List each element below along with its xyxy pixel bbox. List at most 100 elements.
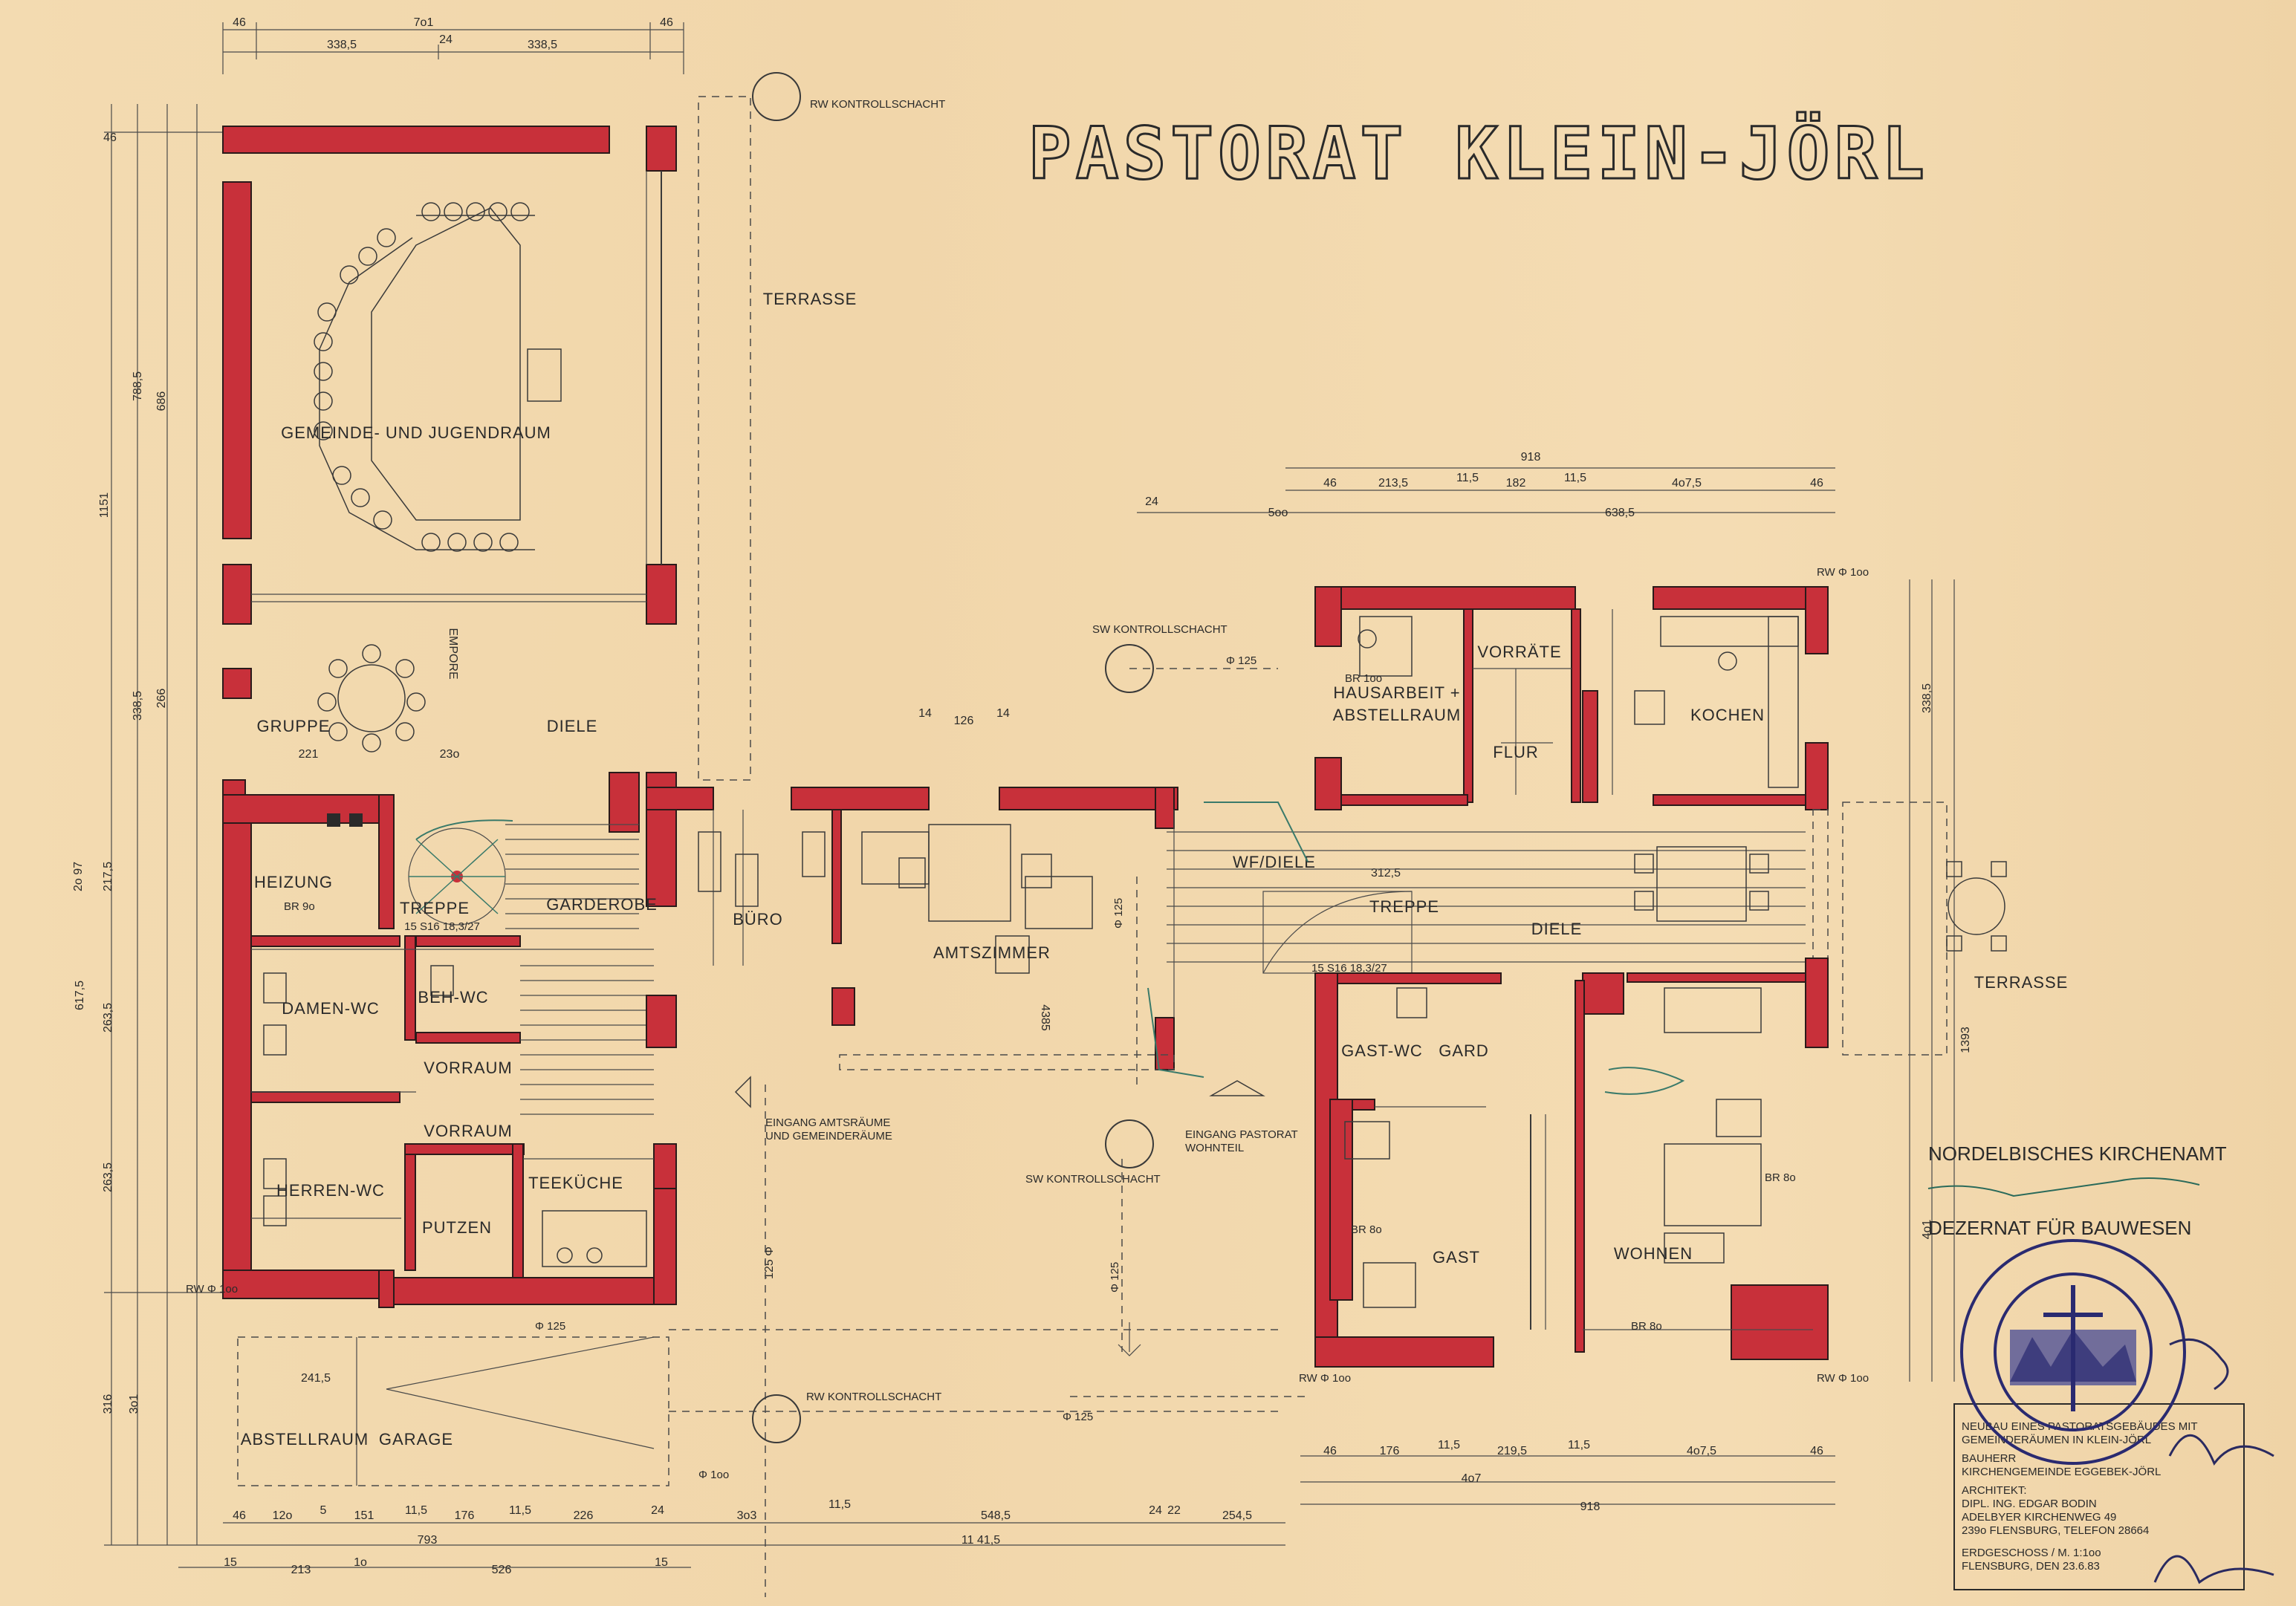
note-br100: BR 1oo: [1345, 672, 1382, 685]
wall: [512, 1143, 524, 1278]
owner-name: KIRCHENGEMEINDE EGGEBEK-JÖRL: [1962, 1465, 2161, 1478]
wall: [1582, 972, 1624, 1015]
room-label-community: GEMEINDE- UND JUGENDRAUM: [281, 423, 551, 442]
approval-signature: [1927, 1177, 2200, 1197]
round-table: [337, 664, 406, 732]
dim: 3o3: [737, 1509, 757, 1522]
wall: [222, 1269, 395, 1299]
dim: 24: [1145, 495, 1158, 508]
room-label-vorraum-1: VORRAUM: [424, 1059, 512, 1077]
dim: 46: [233, 1509, 246, 1522]
room-label-terrasse-right: TERRASSE: [1974, 973, 2069, 992]
pipe-label: Φ 125: [1109, 1262, 1121, 1293]
dim: 338,5: [132, 691, 144, 721]
pipe-label: Φ 125: [1112, 898, 1125, 929]
dim: 176: [455, 1509, 475, 1522]
owner-label: BAUHERR: [1962, 1452, 2017, 1465]
control-shafts: RW KONTROLLSCHACHT SW KONTROLLSCHACHT SW…: [752, 72, 1228, 1443]
pipe-label: Φ 1oo: [698, 1469, 729, 1481]
dim: 24: [1149, 1504, 1162, 1517]
dim: 617,5: [74, 981, 86, 1010]
dim: 5: [320, 1504, 327, 1517]
dimension-labels: 46 7o1 46 338,5 24 338,5 918 46 213,5 11…: [72, 16, 1972, 1576]
room-label-amtszimmer: AMTSZIMMER: [933, 943, 1051, 962]
wall: [222, 126, 610, 154]
garage-block: ABSTELLRAUM GARAGE: [237, 1336, 669, 1486]
wall: [222, 822, 252, 1299]
room-label-vorraum-2: VORRAUM: [424, 1122, 512, 1140]
dim: 918: [1580, 1501, 1601, 1513]
dim: 1o: [354, 1556, 367, 1569]
wall: [393, 1277, 677, 1305]
wall: [1314, 586, 1576, 610]
rw-label: RW Φ 1oo: [1817, 566, 1869, 579]
wall: [1340, 794, 1468, 806]
dim: 46: [1323, 1445, 1337, 1457]
wall: [1314, 586, 1342, 647]
dim: 338,5: [1921, 683, 1933, 713]
room-label-gard: GARD: [1439, 1041, 1489, 1060]
room-label-flur: FLUR: [1493, 743, 1538, 761]
dim: 7o1: [414, 16, 434, 29]
architect-label: ARCHITEKT:: [1962, 1484, 2027, 1497]
dim: 126: [954, 715, 974, 727]
dim: 4o1: [1921, 1220, 1933, 1240]
wall: [1314, 757, 1342, 810]
wall: [1329, 1099, 1353, 1301]
wall: [404, 1143, 525, 1155]
dim: 219,5: [1497, 1445, 1527, 1457]
wall: [1805, 958, 1829, 1048]
wall: [222, 668, 252, 699]
entrance-arrow-amt: [734, 1076, 751, 1108]
wall: [404, 935, 416, 1041]
room-label-damen-wc: DAMEN-WC: [282, 999, 379, 1018]
entrance-label-amt-2: UND GEMEINDERÄUME: [765, 1130, 892, 1142]
dim: 24: [651, 1504, 664, 1517]
wall: [999, 787, 1178, 810]
dim: 11,5: [405, 1504, 427, 1517]
dim: 14: [996, 707, 1010, 720]
church-seal-stamp: [1960, 1239, 2186, 1465]
dim: 46: [233, 16, 246, 29]
pipe-label: Φ 125: [1063, 1411, 1093, 1423]
wall: [1155, 787, 1175, 829]
wall: [1463, 608, 1473, 803]
dim: 213,5: [1378, 477, 1408, 490]
chairs: [314, 202, 530, 552]
wall: [1805, 742, 1829, 810]
shaft-circle: [752, 72, 801, 121]
dim: 151: [354, 1509, 374, 1522]
dim: 4385: [1039, 1004, 1051, 1031]
wall: [415, 935, 521, 947]
dim: 686: [155, 391, 168, 412]
wall: [646, 564, 677, 625]
wall: [609, 772, 640, 833]
office-block: BÜRO AMTSZIMMER EINGANG AMTSRÄUME UND GE…: [535, 654, 1308, 1597]
shaft-circle: [1105, 1119, 1154, 1168]
dim: 46: [1810, 1445, 1823, 1457]
note-br80: BR 8o: [1351, 1223, 1382, 1236]
dim: 11,5: [1456, 472, 1479, 484]
plan-title: PASTORAT KLEIN-JÖRL: [1028, 111, 1929, 195]
service-block: HEIZUNG TREPPE 15 S16 18,3/27 GARDEROBE …: [222, 772, 677, 1308]
room-label-herren-wc: HERREN-WC: [276, 1181, 385, 1200]
signature: [2169, 1338, 2229, 1391]
dim: 526: [492, 1564, 512, 1576]
dim: 125 Φ: [763, 1246, 776, 1279]
stair-spec-right: 15 S16 18,3/27: [1311, 962, 1387, 975]
sofa: [1664, 1143, 1762, 1226]
project-line-1: NEUBAU EINES PASTORATSGEBÄUDES MIT: [1962, 1420, 2198, 1433]
signature: [2168, 1434, 2274, 1466]
wall: [653, 1143, 677, 1189]
dim: 182: [1506, 477, 1526, 490]
wall: [404, 1143, 416, 1271]
title-block: NORDELBISCHES KIRCHENAMT DEZERNAT FÜR BA…: [1927, 1142, 2274, 1590]
room-label-empore: EMPORE: [447, 628, 459, 679]
wall: [1653, 794, 1806, 806]
dim: 46: [1323, 477, 1337, 490]
room-label-diele-left: DIELE: [547, 717, 598, 735]
wall: [1805, 586, 1829, 654]
project-line-2: GEMEINDERÄUMEN IN KLEIN-JÖRL: [1962, 1433, 2151, 1446]
dim: 217,5: [102, 862, 114, 891]
